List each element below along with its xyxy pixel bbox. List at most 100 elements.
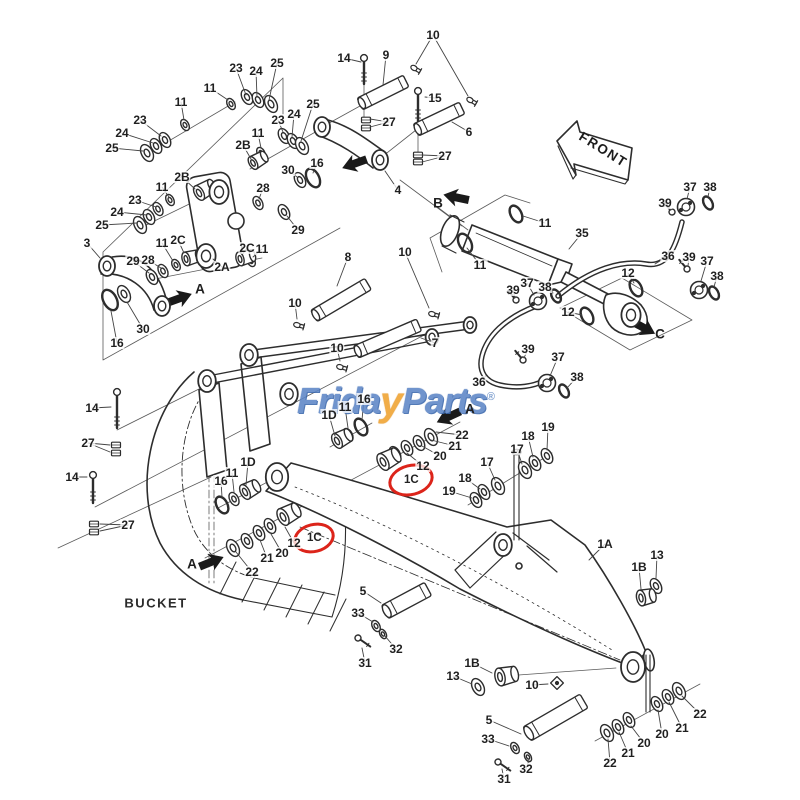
- washer: [599, 723, 615, 743]
- washer: [650, 695, 664, 713]
- washer: [509, 741, 521, 755]
- part-label: 35: [574, 226, 590, 240]
- part-label: 10: [524, 678, 540, 692]
- washer: [263, 517, 277, 535]
- boss-eye: [620, 302, 642, 328]
- boss-eye: [313, 116, 331, 138]
- washer: [661, 688, 675, 706]
- bolt: [88, 470, 98, 505]
- part-label: 18: [520, 429, 536, 443]
- part-label: 5: [358, 584, 368, 598]
- washer: [293, 171, 307, 189]
- direction-arrows: [166, 154, 656, 571]
- part-label: 8: [343, 250, 353, 264]
- hose-flange: [689, 280, 709, 300]
- hoses-36: [478, 219, 685, 390]
- part-label: 11: [154, 180, 170, 194]
- part-label: 1B: [630, 560, 648, 574]
- part-label: 13: [649, 548, 665, 562]
- part-label: 20: [654, 727, 670, 741]
- part-label: 19: [441, 484, 457, 498]
- view-letter: A: [187, 556, 197, 572]
- part-label: 23: [132, 113, 148, 127]
- part-label: 17: [479, 455, 495, 469]
- part-label: 37: [519, 276, 535, 290]
- part-label: 33: [350, 606, 366, 620]
- part-label: 29: [290, 223, 306, 237]
- view-letter: A: [465, 401, 475, 417]
- boss-eye: [195, 243, 217, 269]
- view-a-arrow-icon: [198, 553, 224, 571]
- part-label: 20: [636, 736, 652, 750]
- part-label: 22: [602, 756, 618, 770]
- boss-eye: [264, 462, 290, 492]
- pin: [413, 102, 465, 136]
- nut: [88, 528, 100, 536]
- part-label: 11: [250, 126, 266, 140]
- washer: [251, 91, 265, 109]
- part-label: 18: [457, 471, 473, 485]
- part-label: 2B: [173, 170, 191, 184]
- part-label: 25: [104, 141, 120, 155]
- part-label: 16: [309, 156, 325, 170]
- part-label: 36: [660, 249, 676, 263]
- washer: [412, 434, 426, 452]
- washer: [142, 208, 156, 226]
- part-label: 22: [244, 565, 260, 579]
- part-label: 23: [127, 193, 143, 207]
- part-label: 30: [280, 163, 296, 177]
- part-label: 27: [80, 436, 96, 450]
- part-label: 39: [681, 250, 697, 264]
- washer: [523, 751, 533, 763]
- pin: [353, 318, 422, 359]
- nut: [88, 520, 100, 528]
- cylinder-35: [439, 214, 649, 336]
- part-label: 11: [472, 258, 488, 272]
- view-a-arrow-icon: [166, 290, 192, 308]
- part-label: 15: [427, 91, 443, 105]
- part-label: 38: [569, 370, 585, 384]
- washer: [132, 215, 148, 235]
- part-label: 14: [64, 470, 80, 484]
- part-label: 2B: [234, 138, 252, 152]
- bucket-caption: BUCKET: [124, 595, 188, 611]
- bushing: [330, 428, 354, 450]
- part-label: 1D: [320, 408, 338, 422]
- washer: [263, 94, 279, 114]
- boss-eye: [462, 316, 478, 334]
- bushing: [376, 447, 402, 471]
- bushing: [635, 588, 657, 607]
- washer: [528, 454, 542, 472]
- part-label: 31: [496, 772, 512, 786]
- part-label: 37: [550, 350, 566, 364]
- boss-eye: [279, 382, 299, 406]
- washer: [164, 193, 176, 207]
- washer: [400, 439, 414, 457]
- part-label: 11: [337, 400, 353, 414]
- pin-clip: [549, 675, 565, 691]
- part-label: 21: [259, 551, 275, 565]
- part-label: 2C: [169, 233, 187, 247]
- part-label: 6: [464, 125, 474, 139]
- washer: [116, 284, 132, 304]
- part-label: 9: [381, 48, 391, 62]
- o-ring: [628, 278, 644, 298]
- pin: [357, 75, 409, 110]
- part-label: 24: [248, 64, 264, 78]
- part-label: 3: [82, 236, 92, 250]
- hose-flange: [537, 373, 557, 393]
- part-label: 20: [432, 449, 448, 463]
- grease-fitting: [410, 64, 423, 75]
- part-label: 21: [674, 721, 690, 735]
- hose-flange: [676, 197, 696, 217]
- hardware-layer: [88, 53, 721, 772]
- grease-fitting: [293, 321, 306, 331]
- part-label: 12: [620, 266, 636, 280]
- washer: [252, 524, 266, 542]
- o-ring: [707, 285, 721, 301]
- part-label: 24: [109, 205, 125, 219]
- part-label: 5: [484, 713, 494, 727]
- pin: [310, 278, 372, 322]
- part-label: 33: [480, 732, 496, 746]
